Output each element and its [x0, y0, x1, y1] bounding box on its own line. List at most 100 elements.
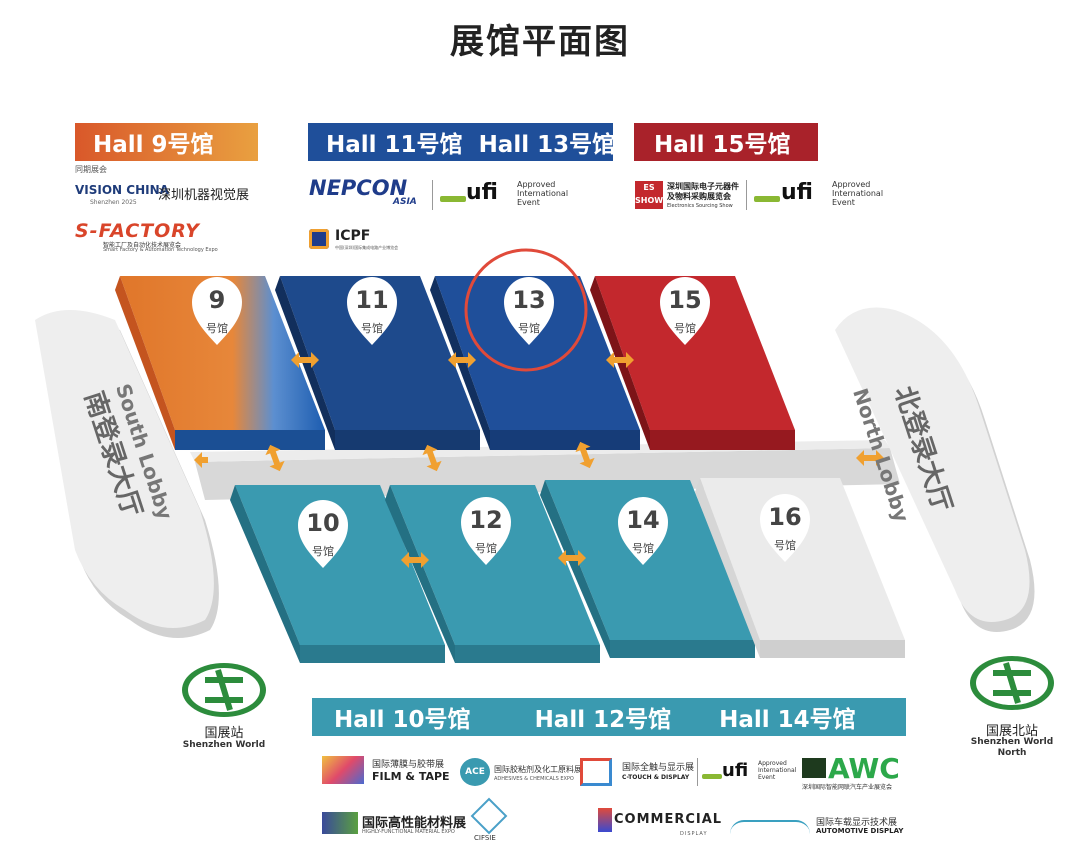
ctouch-icon: [580, 758, 612, 786]
film-tape-icon: [322, 756, 364, 784]
hall-14-pin: [618, 497, 668, 565]
hfm-cn: 国际高性能材料展: [362, 816, 467, 831]
ufi-swoosh-icon: [440, 196, 466, 202]
icpf-sub: 中国(深圳)国际集成电路产业博览会: [335, 245, 399, 250]
hall-9-pin: [192, 277, 242, 345]
banner-bottom: Hall 10号馆 Hall 12号馆 Hall 14号馆: [312, 698, 906, 736]
hall-12-pin: [461, 497, 511, 565]
banner-hall14: Hall 14号馆: [719, 707, 856, 733]
ace-icon: ACE: [460, 758, 490, 786]
hall-11-number: 11: [355, 286, 389, 314]
commercial-logo: COMMERCIAL: [614, 812, 723, 827]
banner-hall12: Hall 12号馆: [534, 707, 672, 733]
ufi-logo-3: ufi: [722, 760, 749, 781]
ufi-logo-2: ufi: [781, 180, 813, 205]
arrow-icon: [448, 352, 476, 368]
es-cn: 深圳国际电子元器件及物料采购展览会: [667, 182, 739, 201]
film-tape-en: FILM & TAPE: [372, 770, 450, 783]
nepcon-logo: NEPCON: [309, 176, 408, 200]
vision-china-logo: VISION CHINA: [75, 183, 169, 197]
banner-hall11: Hall 11号馆: [326, 132, 463, 158]
hall-13-highlight-circle: [464, 248, 588, 372]
hall-9-label: 号馆: [206, 322, 228, 335]
awc-logo: AWC: [828, 752, 900, 785]
vision-china-sub: Shenzhen 2025: [90, 199, 137, 206]
station-south-cn: 国展站: [204, 726, 244, 741]
hall-14-number: 14: [626, 506, 660, 534]
metro-icon: [970, 656, 1054, 710]
hall-10-pin: [298, 500, 348, 568]
awc-car-icon: [802, 758, 826, 778]
arrow-icon: [575, 441, 595, 469]
es-show-logo: ES SHOW: [635, 181, 663, 209]
banner-hall15: Hall 15号馆: [634, 123, 818, 161]
arrow-icon: [265, 444, 285, 472]
hall-10-number: 10: [306, 509, 340, 537]
vision-china-cn: 深圳机器视觉展: [158, 188, 250, 203]
station-north-en-1: Shenzhen World: [970, 737, 1054, 747]
auto-en: AUTOMOTIVE DISPLAY: [816, 827, 904, 835]
divider: [697, 758, 698, 786]
hall-9[interactable]: [115, 276, 325, 450]
metro-icon: [182, 663, 266, 717]
commercial-icon: [598, 808, 612, 832]
arrow-icon: [422, 444, 442, 472]
hall-16-label: 号馆: [774, 539, 796, 552]
arrow-icon: [194, 452, 208, 468]
north-lobby[interactable]: [835, 307, 1035, 633]
ufi-swoosh-icon: [754, 196, 780, 202]
hall-14[interactable]: [540, 480, 755, 658]
divider: [746, 180, 747, 210]
hall-16-number: 16: [768, 503, 802, 531]
hall-13-number: 13: [512, 286, 546, 314]
hall-10[interactable]: [230, 485, 445, 663]
hall-9-number: 9: [208, 286, 226, 314]
auto-cn: 国际车载显示技术展: [816, 818, 898, 828]
hall-14-label: 号馆: [632, 542, 654, 555]
hall-15-label: 号馆: [674, 322, 696, 335]
page-title: 展馆平面图: [450, 22, 630, 62]
hfm-en: HIGHLY-FUNCTIONAL MATERIAL EXPO: [362, 829, 455, 835]
icpf-logo: ICPF: [335, 228, 371, 244]
hall-15-number: 15: [668, 286, 702, 314]
ace-en: ADHESIVES & CHEMICALS EXPO: [494, 776, 574, 782]
film-tape-cn: 国际薄膜与胶带展: [372, 760, 445, 770]
hall-10-label: 号馆: [312, 545, 334, 558]
hall-13-pin: [504, 277, 554, 345]
hall-13-label: 号馆: [518, 322, 540, 335]
banner-hall9: Hall 9号馆: [75, 123, 258, 161]
icpf-chip-icon: [309, 229, 329, 249]
ace-cn: 国际胶粘剂及化工原料展: [494, 765, 582, 774]
nepcon-asia: ASIA: [393, 197, 417, 207]
banner-hall13: Hall 13号馆: [478, 132, 616, 158]
banner-hall11-13: Hall 11号馆 Hall 13号馆: [308, 123, 616, 161]
sfactory-en: Smart Factory & Automation Technology Ex…: [103, 247, 218, 253]
hfm-icon: [322, 812, 358, 834]
station-north-en-2: North: [997, 748, 1027, 758]
hall-16-pin: [760, 494, 810, 562]
arrow-icon: [856, 450, 884, 466]
arrow-icon: [401, 552, 429, 568]
sfactory-sub: 智能工厂及自动化技术展览会: [103, 242, 182, 249]
hall-12[interactable]: [385, 485, 600, 663]
es-en: Electronics Sourcing Show: [667, 203, 733, 209]
hall-16[interactable]: [695, 478, 905, 658]
ctouch-en: C-TOUCH & DISPLAY: [622, 774, 690, 781]
banner-hall10: Hall 10号馆: [334, 707, 471, 733]
hall-15-pin: [660, 277, 710, 345]
divider: [432, 180, 433, 210]
same-period-label: 同期展会: [75, 165, 107, 174]
south-lobby[interactable]: [35, 310, 219, 638]
arrow-icon: [558, 550, 586, 566]
ctouch-cn: 国际全触与显示展: [622, 763, 695, 773]
commercial-sub: DISPLAY: [680, 831, 708, 837]
arrow-icon: [291, 352, 319, 368]
awc-cn: 深圳国际智能网联汽车产业展览会: [802, 784, 893, 791]
hall-11-label: 号馆: [361, 322, 383, 335]
station-north-cn: 国展北站: [985, 724, 1038, 739]
cifsie-logo: CIFSIE: [474, 834, 496, 842]
